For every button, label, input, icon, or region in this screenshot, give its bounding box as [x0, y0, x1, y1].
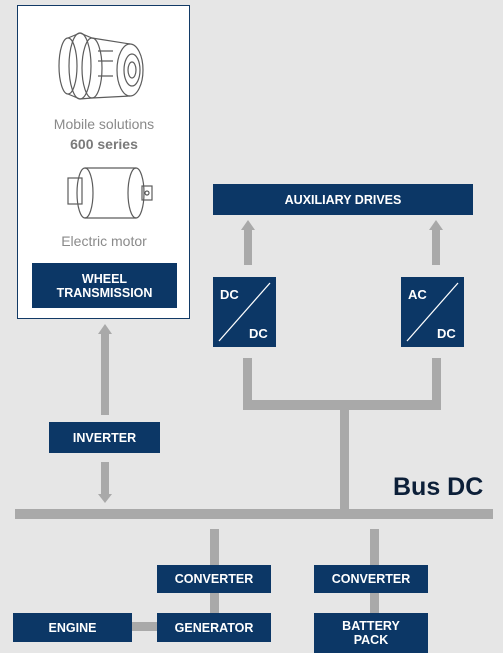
wheel-up-arrow [98, 324, 112, 334]
generator-box: GENERATOR [157, 613, 271, 642]
converter-diagonal-icon [406, 282, 459, 342]
wheel-transmission-panel: Mobile solutions 600 series Electric mot… [17, 5, 190, 319]
dc-dc-converter: DC DC [213, 277, 276, 347]
bus-dc-label: Bus DC [393, 473, 484, 501]
ac-dc-bottom-label: DC [437, 326, 456, 341]
dc-dc-bottom-label: DC [249, 326, 268, 341]
inverter-box: INVERTER [49, 422, 160, 453]
acdc-up-line [432, 229, 440, 265]
bus-to-converter-left-line [210, 529, 219, 566]
ac-dc-converter: AC DC [401, 277, 464, 347]
acdc-down-line [432, 358, 441, 408]
battery-pack-line1: BATTERY [342, 619, 400, 633]
wheel-transmission-box: WHEEL TRANSMISSION [32, 263, 177, 308]
bus-dc-bar [15, 509, 493, 519]
battery-pack-box: BATTERY PACK [314, 613, 428, 653]
electric-motor-caption: Electric motor [61, 233, 147, 249]
converter-diagonal-icon [218, 282, 271, 342]
wheel-transmission-line2: TRANSMISSION [56, 285, 153, 300]
converter-left-to-generator-line [210, 593, 219, 615]
electric-motor-icon [67, 167, 153, 219]
battery-pack-line2: PACK [353, 633, 389, 647]
bus-branch-vertical [340, 404, 349, 510]
dcdc-up-line [244, 229, 252, 265]
engine-box: ENGINE [13, 613, 132, 642]
600-series-caption: 600 series [70, 136, 138, 152]
bus-to-converter-right-line [370, 529, 379, 566]
converter-junction-horizontal [243, 400, 441, 410]
inverter-to-bus-line [101, 462, 109, 496]
inverter-down-arrow [98, 494, 112, 503]
converter-right-box: CONVERTER [314, 565, 428, 593]
dcdc-down-line [243, 358, 252, 408]
wheel-to-inverter-line [101, 333, 109, 415]
dc-dc-top-label: DC [220, 287, 239, 302]
engine-generator-line [130, 622, 160, 631]
auxiliary-drives-box: AUXILIARY DRIVES [213, 184, 473, 215]
dcdc-up-arrow [241, 220, 255, 230]
converter-left-box: CONVERTER [157, 565, 271, 593]
converter-right-to-battery-line [370, 593, 379, 615]
acdc-up-arrow [429, 220, 443, 230]
ac-dc-top-label: AC [408, 287, 427, 302]
mobile-solutions-caption: Mobile solutions [53, 116, 155, 132]
wheel-transmission-line1: WHEEL [81, 271, 128, 286]
mobile-solutions-gearbox-icon [58, 32, 153, 219]
